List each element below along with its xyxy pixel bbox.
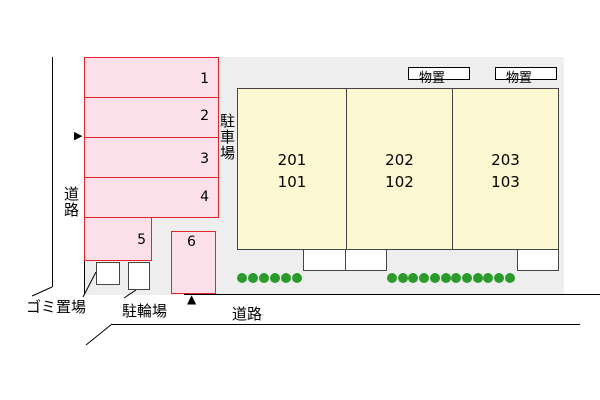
storage-shed-1: 物置 xyxy=(408,67,470,86)
shrub xyxy=(408,273,419,283)
parking-number: 3 xyxy=(200,151,209,167)
garbage-label: ゴミ置場 xyxy=(26,298,87,316)
shrub xyxy=(504,273,515,283)
shrub xyxy=(292,273,302,283)
parking-space-5: 5 xyxy=(84,217,152,261)
parking-number: 4 xyxy=(200,189,209,205)
shrub xyxy=(397,273,408,283)
bottom-road-edge-lower xyxy=(112,324,580,325)
unit-number-lower: 103 xyxy=(491,173,520,191)
parking-space-3: 3 xyxy=(84,137,219,178)
unit-number-lower: 101 xyxy=(277,173,307,191)
left-road-edge-outer xyxy=(52,57,53,287)
shrub xyxy=(472,273,483,283)
entry-step-3 xyxy=(517,249,559,271)
shrub xyxy=(419,273,430,283)
unit-number-lower: 102 xyxy=(385,173,414,191)
shrub xyxy=(248,273,258,283)
unit-number-upper: 202 xyxy=(385,151,414,169)
storage-label: 物置 xyxy=(419,71,446,86)
shrub xyxy=(281,273,291,283)
unit-number-upper: 201 xyxy=(277,151,307,169)
unit-number-upper: 203 xyxy=(491,151,520,169)
shrub xyxy=(483,273,494,283)
parking-label: 駐車場 xyxy=(218,113,236,161)
parking-space-2: 2 xyxy=(84,97,219,138)
entry-step-2 xyxy=(345,249,387,271)
left-road-label: 道路 xyxy=(62,186,80,218)
bottom-road-edge-upper xyxy=(184,294,600,295)
storage-label: 物置 xyxy=(506,71,533,86)
shrub xyxy=(451,273,462,283)
unit-block-1: 201 101 xyxy=(237,88,347,250)
parking-number: 2 xyxy=(200,108,209,124)
unit-block-2: 202 102 xyxy=(346,88,453,250)
shrub xyxy=(387,273,397,283)
parking-number: 5 xyxy=(137,232,146,248)
entry-step-1 xyxy=(303,249,346,271)
shrub xyxy=(461,273,472,283)
bicycle-label: 駐輪場 xyxy=(122,302,168,320)
shrub xyxy=(237,273,247,283)
shrub xyxy=(270,273,280,283)
parking-space-1: 1 xyxy=(84,57,219,98)
bottom-road-label: 道路 xyxy=(232,305,263,323)
shrub xyxy=(259,273,269,283)
parking-space-6: 6 xyxy=(171,231,216,294)
garbage-area xyxy=(96,262,120,285)
storage-shed-2: 物置 xyxy=(495,67,557,86)
parking-number: 6 xyxy=(187,234,196,250)
shrub xyxy=(440,273,451,283)
shrub xyxy=(429,273,440,283)
unit-block-3: 203 103 xyxy=(452,88,559,250)
shrub xyxy=(494,273,504,283)
parking-space-4: 4 xyxy=(84,177,219,218)
left-entrance-mark: ▶ xyxy=(74,129,83,142)
bottom-entrance-mark: ▲ xyxy=(187,292,197,306)
parking-number: 1 xyxy=(200,71,209,87)
bicycle-area xyxy=(128,262,150,290)
